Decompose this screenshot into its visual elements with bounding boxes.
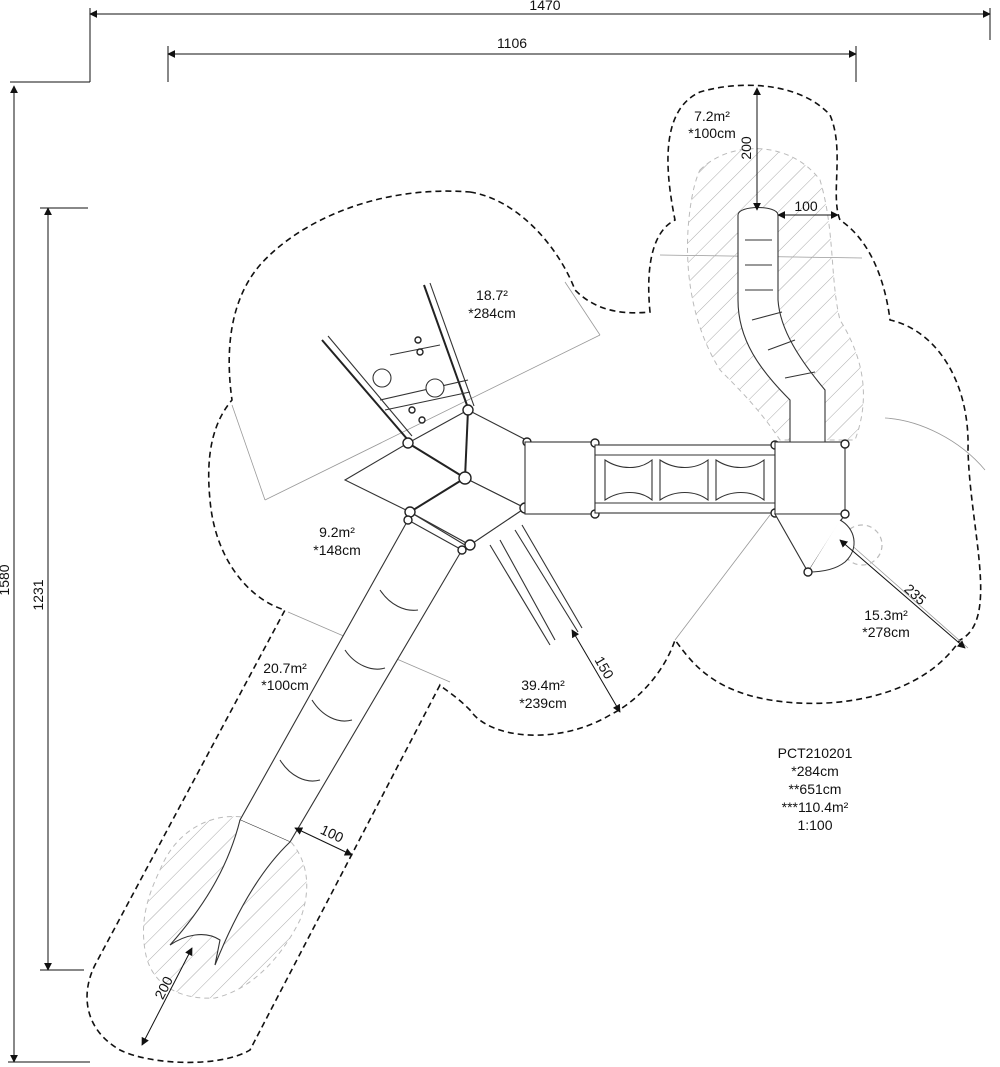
zone-long-slide-height: *100cm	[261, 677, 308, 693]
play-equipment	[169, 206, 855, 966]
climbing-frame	[321, 282, 475, 441]
drawing-scale: 1:100	[797, 817, 832, 833]
zone-labels: 7.2m² *100cm 18.7² *284cm 9.2m² *148cm 2…	[261, 108, 909, 711]
center-deck	[524, 438, 600, 519]
safety-zone-outline	[86, 84, 982, 1064]
tube-slide	[169, 515, 467, 966]
zone-left-area: 9.2m²	[319, 524, 355, 540]
hex-tower-platform	[343, 404, 532, 551]
dim-label-width-inner: 1106	[497, 35, 527, 51]
zone-right-area: 15.3m²	[864, 607, 908, 623]
dim-label-150: 150	[592, 653, 618, 681]
zone-top-slide-area: 7.2m²	[694, 108, 730, 124]
bridge-with-tunnels	[594, 440, 780, 518]
zone-tower-height: *284cm	[468, 305, 515, 321]
title-line-2: **651cm	[789, 781, 842, 797]
dim-label-width-total: 1470	[529, 0, 560, 13]
ladder-rails	[489, 524, 583, 646]
product-code: PCT210201	[778, 745, 853, 761]
dim-label-100-top: 100	[794, 198, 818, 214]
dim-label-200-top: 200	[738, 136, 754, 160]
zone-center-height: *239cm	[519, 695, 566, 711]
zone-long-slide-area: 20.7m²	[263, 660, 307, 676]
title-block: PCT210201 *284cm **651cm ***110.4m² 1:10…	[778, 745, 853, 833]
zone-top-slide-height: *100cm	[688, 125, 735, 141]
overall-dimension-lines	[8, 8, 991, 1063]
dim-label-height-inner: 1231	[30, 579, 46, 610]
zone-center-area: 39.4m²	[521, 677, 565, 693]
right-deck	[774, 439, 855, 577]
local-dimension-lines	[141, 87, 966, 1046]
zone-right-height: *278cm	[862, 624, 909, 640]
title-line-3: ***110.4m²	[782, 799, 849, 815]
zone-tower-area: 18.7²	[476, 287, 508, 303]
curved-slide	[737, 206, 826, 443]
title-line-1: *284cm	[791, 763, 838, 779]
dim-label-235: 235	[901, 581, 929, 609]
dim-label-height-total: 1580	[0, 564, 12, 595]
dim-label-100-slide: 100	[318, 821, 346, 845]
zone-left-height: *148cm	[313, 542, 360, 558]
